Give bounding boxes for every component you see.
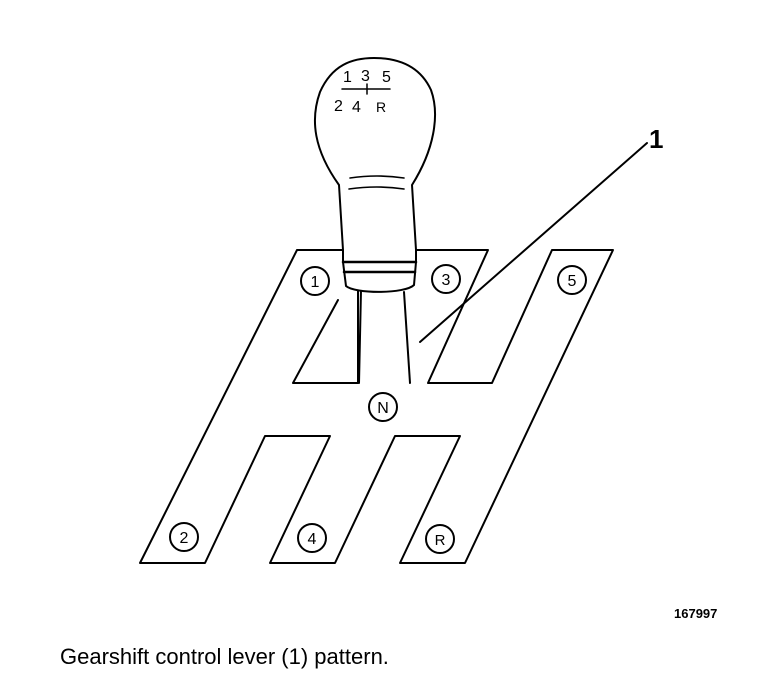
figure-number: 167997 (674, 606, 718, 621)
knob-label-1: 1 (343, 69, 352, 86)
knob-collar (342, 261, 417, 293)
svg-text:N: N (377, 400, 389, 417)
knob-groove-2 (348, 186, 405, 190)
gear-knob (313, 57, 436, 263)
callout-leader-line (419, 142, 648, 343)
knob-label-4: 4 (352, 99, 361, 116)
gear-marker-4: 4 (297, 523, 327, 553)
gear-marker-3: 3 (431, 264, 461, 294)
gear-marker-5: 5 (557, 265, 587, 295)
gear-marker-neutral: N (368, 392, 398, 422)
gear-marker-2: 2 (169, 522, 199, 552)
knob-label-r: R (376, 99, 386, 115)
figure-caption: Gearshift control lever (1) pattern. (60, 644, 389, 669)
svg-text:2: 2 (180, 530, 189, 547)
gear-marker-reverse: R (425, 524, 455, 554)
knob-label-3: 3 (361, 68, 370, 85)
lever-shaft-left (358, 289, 362, 384)
callout-number: 1 (649, 124, 663, 154)
svg-text:3: 3 (442, 272, 451, 289)
knob-groove-1 (349, 175, 405, 179)
svg-text:4: 4 (308, 531, 317, 548)
knob-pattern-labels: 1 3 5 2 4 R (334, 68, 391, 116)
svg-text:R: R (435, 532, 446, 549)
svg-text:1: 1 (311, 274, 320, 291)
knob-label-2: 2 (334, 98, 343, 115)
lever-shaft-right (403, 291, 411, 384)
gear-marker-1: 1 (300, 266, 330, 296)
shift-gate-outline (139, 249, 614, 564)
knob-label-5: 5 (382, 69, 391, 86)
svg-text:5: 5 (568, 273, 577, 290)
